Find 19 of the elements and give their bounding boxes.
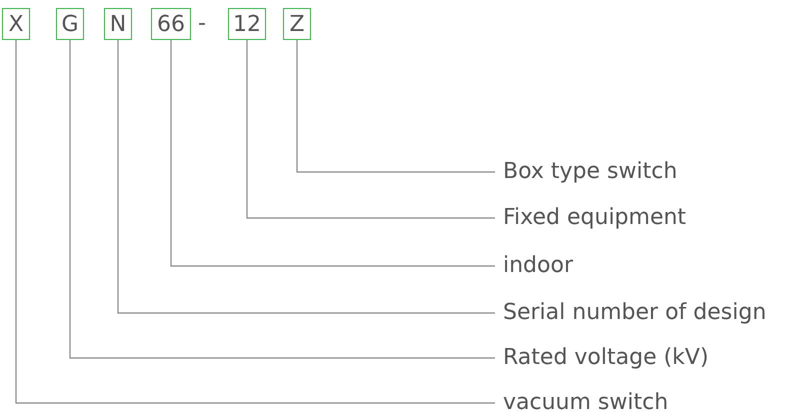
description-text: Rated voltage (kV) [503,344,709,372]
code-box: G [56,8,84,40]
separator-dash: - [198,10,206,38]
leader-line [117,40,495,314]
description-text: Box type switch [503,158,678,186]
leader-line [69,40,495,359]
leader-line [170,40,495,267]
description-text: indoor [503,252,573,280]
leader-line [296,40,495,173]
leader-line [246,40,495,219]
code-box: N [104,8,132,40]
code-box: X [2,8,30,40]
code-box: 66 [151,8,191,40]
leader-line [15,40,495,404]
code-box: Z [283,8,311,40]
code-box: 12 [228,8,266,40]
description-text: Serial number of design [503,299,766,327]
description-text: Fixed equipment [503,204,686,232]
description-text: vacuum switch [503,389,668,417]
